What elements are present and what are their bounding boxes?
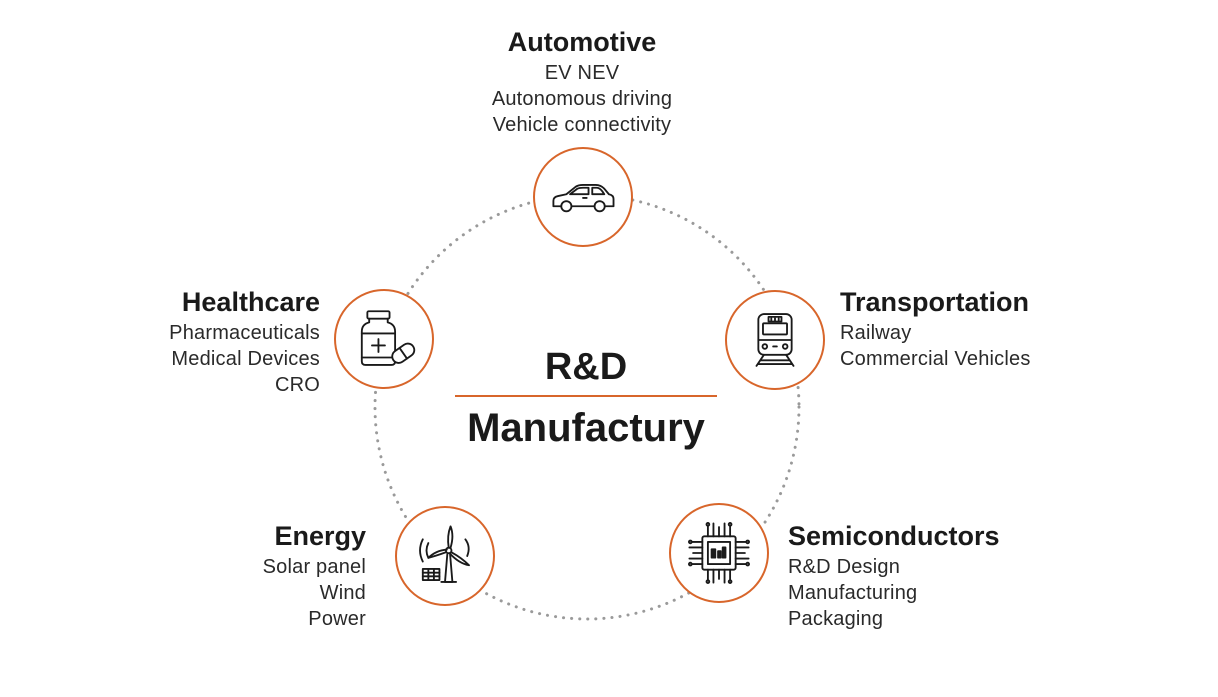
wind-turbine-icon — [419, 525, 470, 583]
healthcare-title: Healthcare — [181, 287, 320, 317]
semiconductors-item: R&D Design — [788, 556, 901, 578]
energy-node — [395, 506, 495, 606]
semiconductors-item: Manufacturing — [788, 582, 918, 604]
car-icon — [552, 184, 615, 213]
transportation-title: Transportation — [840, 287, 1030, 317]
transportation-item: Railway — [840, 322, 912, 344]
transportation-item: Commercial Vehicles — [840, 348, 1031, 370]
automotive-label: Automotive EV NEV Autonomous driving Veh… — [432, 26, 732, 138]
semiconductors-node — [669, 503, 769, 603]
center-divider — [455, 395, 717, 397]
train-icon — [755, 313, 795, 367]
healthcare-label: Healthcare Pharmaceuticals Medical Devic… — [20, 286, 320, 398]
semiconductors-title: Semiconductors — [788, 521, 1000, 551]
chip-icon — [688, 522, 750, 584]
energy-item: Wind — [319, 582, 366, 604]
energy-item: Solar panel — [262, 556, 366, 578]
healthcare-item: CRO — [274, 374, 320, 396]
automotive-item: EV NEV — [544, 62, 620, 84]
automotive-node — [533, 147, 633, 247]
healthcare-item: Pharmaceuticals — [169, 322, 320, 344]
center-title-rd: R&D — [544, 346, 628, 388]
automotive-item: Autonomous driving — [491, 88, 673, 110]
energy-title: Energy — [274, 521, 366, 551]
energy-item: Power — [308, 608, 366, 630]
center-label: R&D Manufactury — [426, 345, 746, 451]
center-title-manufactury: Manufactury — [467, 406, 705, 450]
energy-label: Energy Solar panel Wind Power — [66, 520, 366, 632]
healthcare-node — [334, 289, 434, 389]
healthcare-item: Medical Devices — [171, 348, 320, 370]
automotive-title: Automotive — [507, 27, 657, 57]
semiconductors-item: Packaging — [788, 608, 884, 630]
automotive-item: Vehicle connectivity — [492, 114, 672, 136]
semiconductors-label: Semiconductors R&D Design Manufacturing … — [788, 520, 1088, 632]
transportation-label: Transportation Railway Commercial Vehicl… — [840, 286, 1170, 372]
medicine-bottle-icon — [360, 310, 416, 366]
transportation-node — [725, 290, 825, 390]
